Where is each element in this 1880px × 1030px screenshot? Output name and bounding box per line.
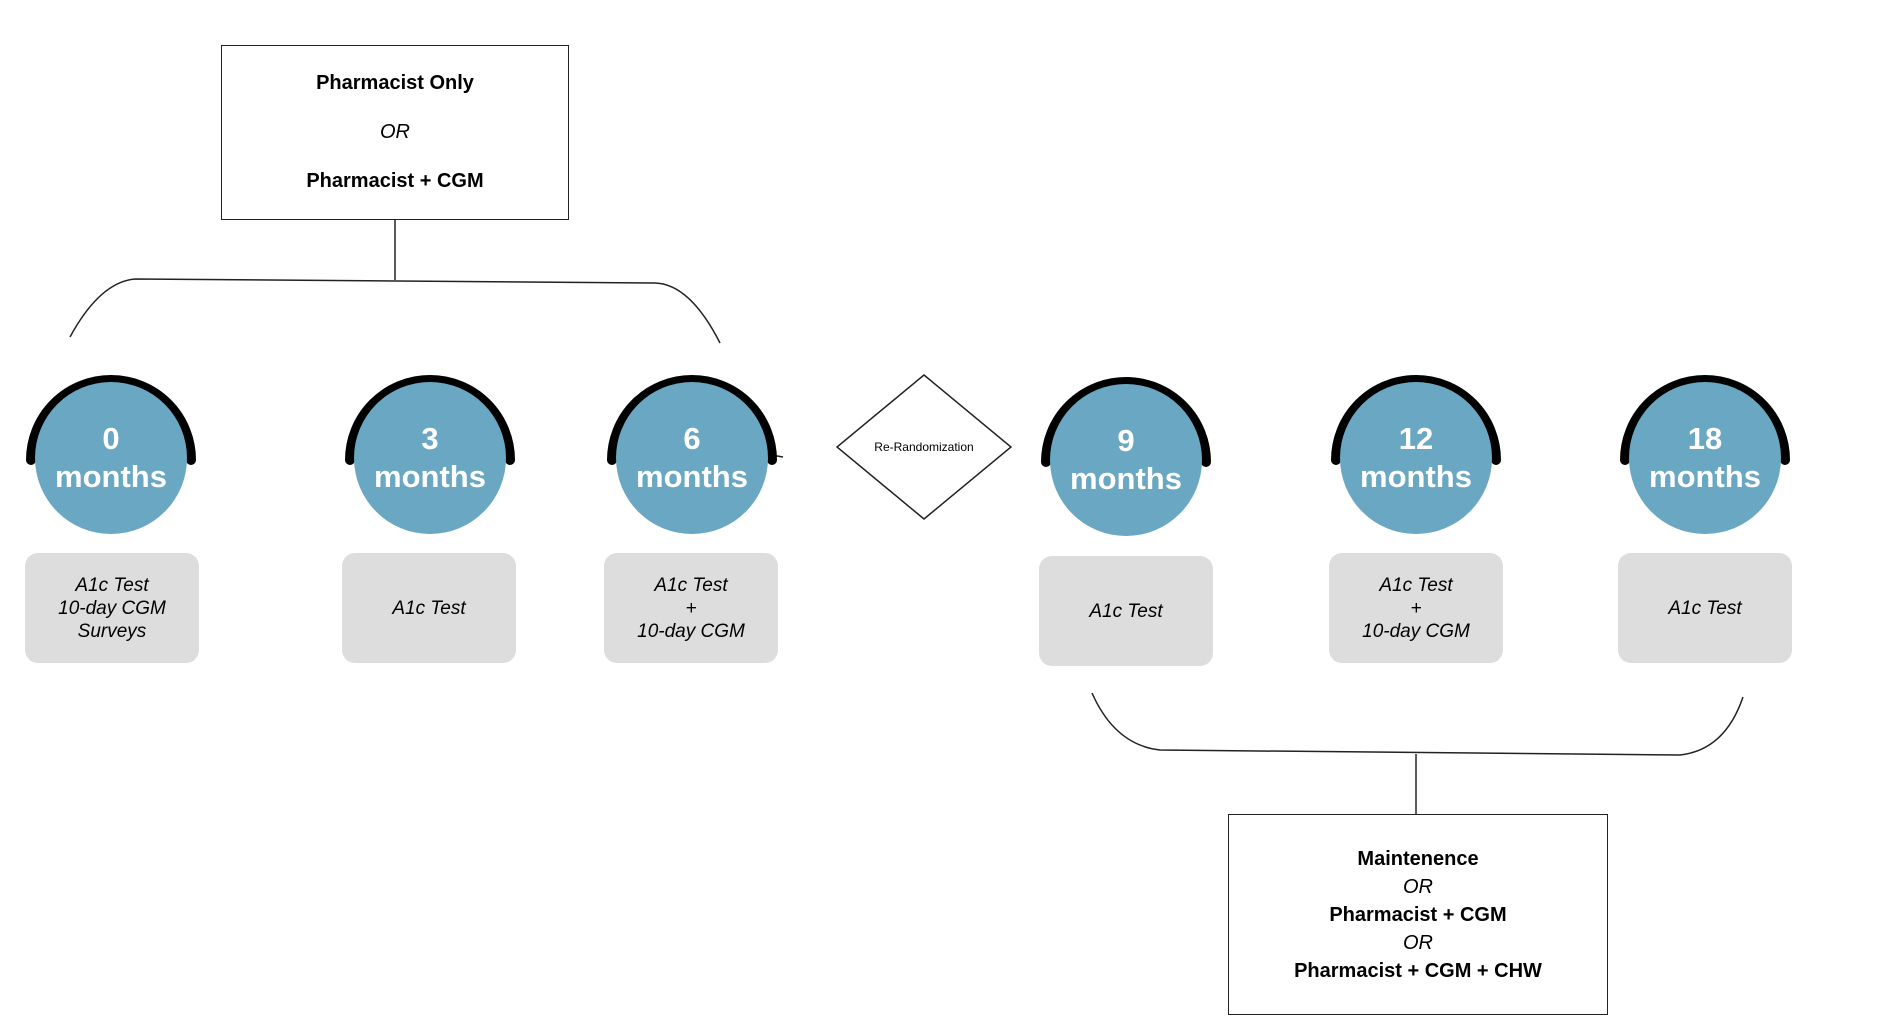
bottom-box-or-2: OR [1403, 931, 1433, 954]
bottom-box-or-1: OR [1403, 875, 1433, 898]
decision-label: Re-Randomization [874, 440, 974, 454]
top-bracket [69, 278, 721, 344]
milestone-12-months: 12 months [1328, 370, 1504, 534]
initial-randomization-box: Pharmacist Only OR Pharmacist + CGM [221, 45, 569, 220]
test-line: A1c Test [654, 574, 728, 596]
test-line: A1c Test [1668, 597, 1742, 619]
milestone-circle: 9 months [1050, 384, 1202, 536]
re-randomization-diamond: Re-Randomization [836, 374, 1012, 520]
milestone-number: 6 [683, 421, 701, 456]
arc-icon [607, 375, 777, 465]
test-line: A1c Test [1379, 574, 1453, 596]
milestone-3-months: 3 months [342, 370, 518, 534]
test-line: 10-day CGM [637, 620, 745, 642]
milestone-number: 12 [1398, 421, 1434, 456]
bottom-box-line-5: Pharmacist + CGM + CHW [1294, 959, 1542, 982]
arc-icon [1620, 375, 1790, 465]
milestone-circle: 18 months [1629, 382, 1781, 534]
test-card-6-months: A1c Test + 10-day CGM [604, 553, 778, 663]
top-box-line-3: Pharmacist + CGM [306, 170, 484, 192]
milestone-number: 0 [102, 421, 120, 456]
milestone-number: 9 [1117, 423, 1135, 458]
milestone-unit: months [55, 459, 167, 494]
arc-icon [26, 375, 196, 465]
test-card-9-months: A1c Test [1039, 556, 1213, 666]
milestone-number: 3 [421, 421, 439, 456]
bottom-bracket [1091, 692, 1744, 756]
arc-icon [1331, 375, 1501, 465]
test-line: + [1410, 597, 1422, 619]
arc-icon [1041, 377, 1211, 467]
test-line: A1c Test [75, 574, 149, 596]
milestone-18-months: 18 months [1617, 370, 1793, 534]
milestone-circle: 6 months [616, 382, 768, 534]
milestone-number: 18 [1687, 421, 1723, 456]
milestone-unit: months [1649, 459, 1761, 494]
bottom-box-line-1: Maintenence [1357, 847, 1479, 870]
milestone-circle: 3 months [354, 382, 506, 534]
diamond-shape [836, 374, 1012, 520]
milestone-unit: months [1360, 459, 1472, 494]
test-card-0-months: A1c Test 10-day CGM Surveys [25, 553, 199, 663]
test-line: Surveys [77, 620, 147, 642]
top-box-line-1: Pharmacist Only [316, 72, 474, 94]
milestone-9-months: 9 months [1038, 372, 1214, 536]
second-randomization-box: Maintenence OR Pharmacist + CGM OR Pharm… [1228, 814, 1608, 1015]
milestone-0-months: 0 months [23, 370, 199, 534]
test-card-3-months: A1c Test [342, 553, 516, 663]
test-card-18-months: A1c Test [1618, 553, 1792, 663]
top-box-or: OR [380, 121, 410, 143]
test-line: 10-day CGM [58, 597, 166, 619]
test-line: 10-day CGM [1362, 620, 1470, 642]
bottom-box-line-3: Pharmacist + CGM [1329, 903, 1507, 926]
test-line: + [685, 597, 697, 619]
milestone-6-months: 6 months [604, 370, 780, 534]
test-line: A1c Test [392, 597, 466, 619]
milestone-circle: 12 months [1340, 382, 1492, 534]
milestone-unit: months [374, 459, 486, 494]
arc-icon [345, 375, 515, 465]
test-card-12-months: A1c Test + 10-day CGM [1329, 553, 1503, 663]
test-line: A1c Test [1089, 600, 1163, 622]
milestone-unit: months [1070, 461, 1182, 496]
milestone-unit: months [636, 459, 748, 494]
milestone-circle: 0 months [35, 382, 187, 534]
